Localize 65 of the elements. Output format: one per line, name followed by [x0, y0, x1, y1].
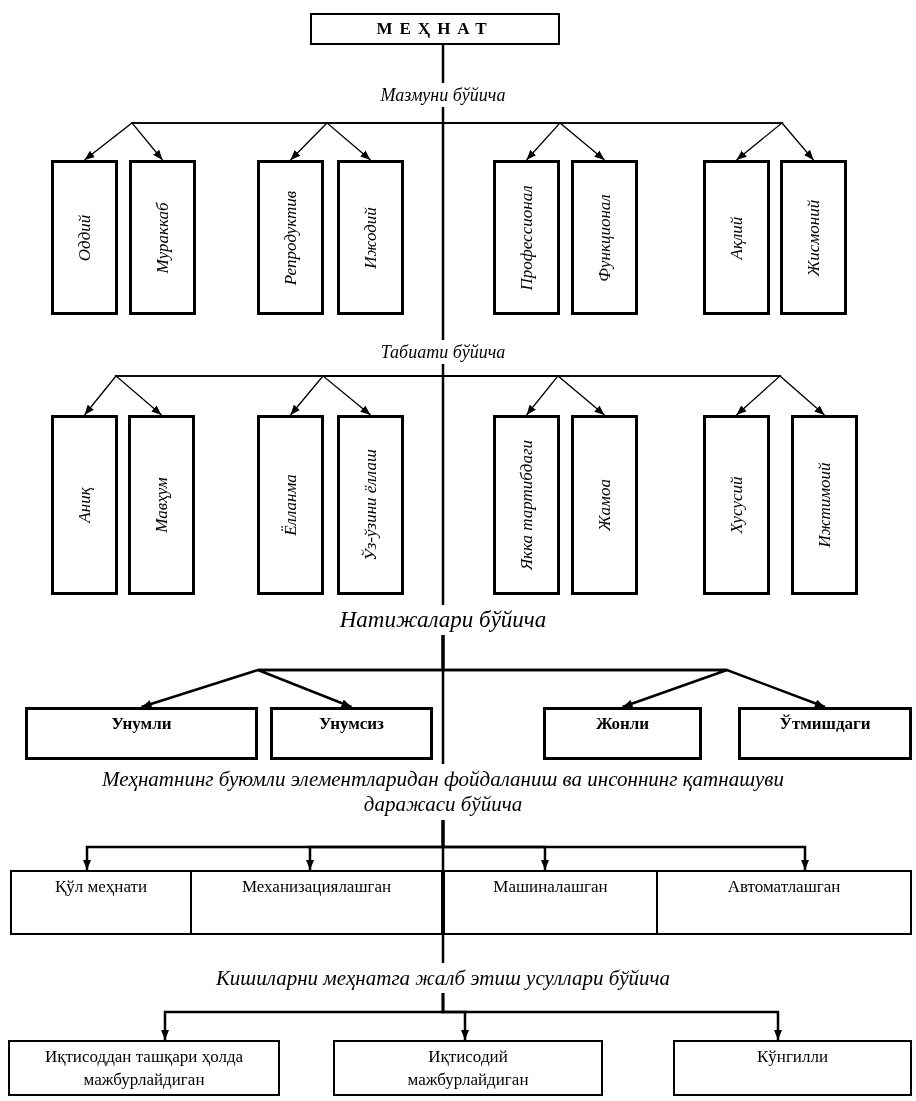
box-label: Машиналашган: [493, 877, 608, 896]
category-box: [128, 415, 195, 595]
box-label: Функционал: [594, 193, 615, 282]
box-label: Мураккаб: [152, 202, 173, 273]
box-label: Репродуктив: [280, 190, 301, 285]
box-label: МЕҲНАТ: [376, 19, 494, 39]
category-box: [257, 160, 324, 315]
arrow: [441, 993, 782, 1040]
category-box: [190, 870, 443, 935]
box-label: Кўнгилли: [756, 1047, 829, 1066]
box-label: Ақлий: [726, 216, 747, 259]
box-label: Қўл меҳнати: [54, 877, 148, 896]
category-box: [703, 415, 770, 595]
category-box: [10, 870, 192, 935]
category-box: [571, 160, 638, 315]
box-label: Хусусий: [726, 476, 747, 534]
category-box: [780, 160, 847, 315]
box-label: Ўз-ўзини ёллаш: [360, 449, 381, 561]
box-label: Иқтисоддан ташқари ҳолда мажбурлайдиган: [44, 1047, 244, 1089]
category-box: [51, 415, 118, 595]
box-label: Механизациялашган: [241, 877, 392, 896]
root-box: [310, 13, 560, 45]
box-label: Оддий: [74, 214, 95, 261]
box-label: Жамоа: [594, 479, 615, 531]
box-label: Жонли: [595, 714, 650, 733]
box-label: Ижтимоий: [814, 462, 835, 548]
box-label: Аниқ: [74, 487, 95, 523]
category-box: [791, 415, 858, 595]
box-label: Ижодий: [360, 206, 381, 269]
category-box: [8, 1040, 280, 1096]
category-heading: Натижалари бўйича: [339, 607, 547, 633]
category-box: [443, 870, 658, 935]
category-box: [673, 1040, 912, 1096]
box-label: Профессионал: [516, 184, 537, 291]
connector-line: [441, 45, 445, 83]
category-box: [51, 160, 118, 315]
category-heading: Кишиларни меҳнатга жалб этиш усуллари бўйича: [215, 965, 671, 991]
arrow: [441, 820, 809, 870]
box-label: Иқтисодий мажбурлайдиган: [407, 1047, 529, 1089]
box-label: Якка тартибдаги: [516, 439, 537, 571]
category-box: [25, 707, 258, 760]
category-box: [493, 415, 560, 595]
category-box: [333, 1040, 603, 1096]
category-box: [270, 707, 433, 760]
category-heading: Мазмуни бўйича: [380, 84, 506, 106]
category-heading: Меҳнатнинг буюмли элементларидан фойдаланиш ва инсоннинг қатнашуви даражаси бўйича: [101, 767, 785, 817]
box-label: Жисмоний: [803, 199, 824, 276]
category-box: [571, 415, 638, 595]
category-box: [493, 160, 560, 315]
box-label: Ёлланма: [280, 474, 301, 536]
category-box: [337, 415, 404, 595]
category-box: [656, 870, 912, 935]
category-box: [738, 707, 912, 760]
category-box: [257, 415, 324, 595]
category-box: [703, 160, 770, 315]
box-label: Автоматлашган: [727, 877, 841, 896]
category-box: [129, 160, 196, 315]
arrow: [441, 635, 826, 709]
category-box: [337, 160, 404, 315]
box-label: Унумли: [111, 714, 172, 733]
box-label: Ўтмишдаги: [779, 714, 871, 733]
category-box: [543, 707, 702, 760]
category-heading: Табиати бўйича: [380, 341, 506, 363]
box-label: Мавҳум: [151, 477, 172, 533]
box-label: Унумсиз: [319, 714, 384, 733]
